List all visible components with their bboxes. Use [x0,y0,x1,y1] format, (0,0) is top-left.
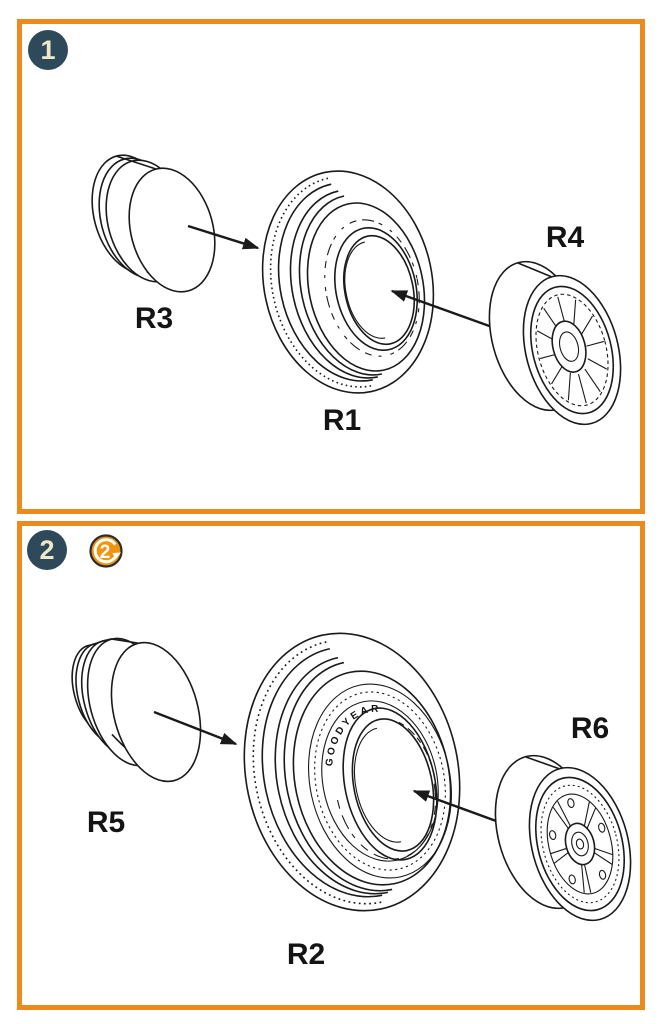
rotate-arrow-icon [93,538,119,564]
part-label-r4: R4 [545,221,585,254]
part-label-r2: R2 [286,938,326,971]
rotate-arrow-head-icon [112,552,121,560]
step-1-number: 1 [40,34,56,65]
repeat-2-icon: 2 [89,534,123,568]
step-1-panel [17,19,645,514]
part-label-r1: R1 [322,404,362,437]
step-2-panel [17,521,645,1010]
step-2-badge: 2 [27,530,67,570]
part-label-r3: R3 [134,302,174,335]
part-label-r6: R6 [570,712,610,745]
step-1-badge: 1 [28,30,68,70]
repeat-count: 2 [100,542,111,563]
part-label-r5: R5 [86,806,126,839]
step-2-number: 2 [39,534,55,565]
